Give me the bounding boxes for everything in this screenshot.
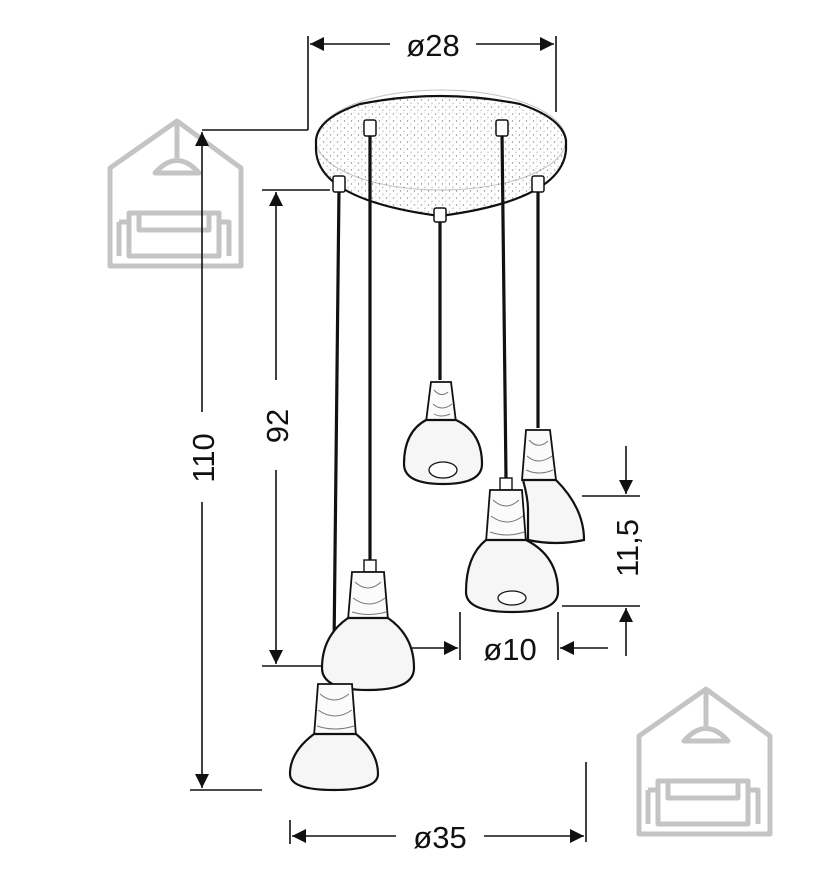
suspension-cords	[332, 131, 540, 649]
ceiling-canopy	[314, 89, 568, 218]
dimension-canopy-diameter: ø28	[307, 28, 557, 130]
dimension-shade-diameter: ø10	[412, 612, 608, 667]
dimension-total-height: 110	[186, 129, 308, 791]
pendant-shade-left-upper	[320, 559, 416, 692]
cable-length-label: 92	[260, 409, 295, 443]
canopy-diameter-label: ø28	[406, 28, 459, 63]
cord-connectors	[332, 119, 545, 223]
pendant-shade-middle-right	[464, 477, 560, 614]
pendant-shade-center	[402, 381, 484, 486]
house-sofa-watermark-icon	[107, 118, 244, 269]
total-height-label: 110	[186, 433, 221, 482]
shade-diameter-label: ø10	[483, 632, 536, 667]
pendant-shade-left-lower	[288, 683, 380, 792]
house-sofa-watermark-icon	[636, 686, 773, 837]
dimension-cable-length: 92	[260, 189, 330, 667]
shade-height-label: 11,5	[610, 519, 645, 577]
dimension-overall-diameter: ø35	[289, 762, 587, 855]
dimension-shade-height: 11,5	[562, 446, 645, 656]
pendant-shade-right	[521, 429, 586, 545]
overall-diameter-label: ø35	[413, 820, 466, 855]
